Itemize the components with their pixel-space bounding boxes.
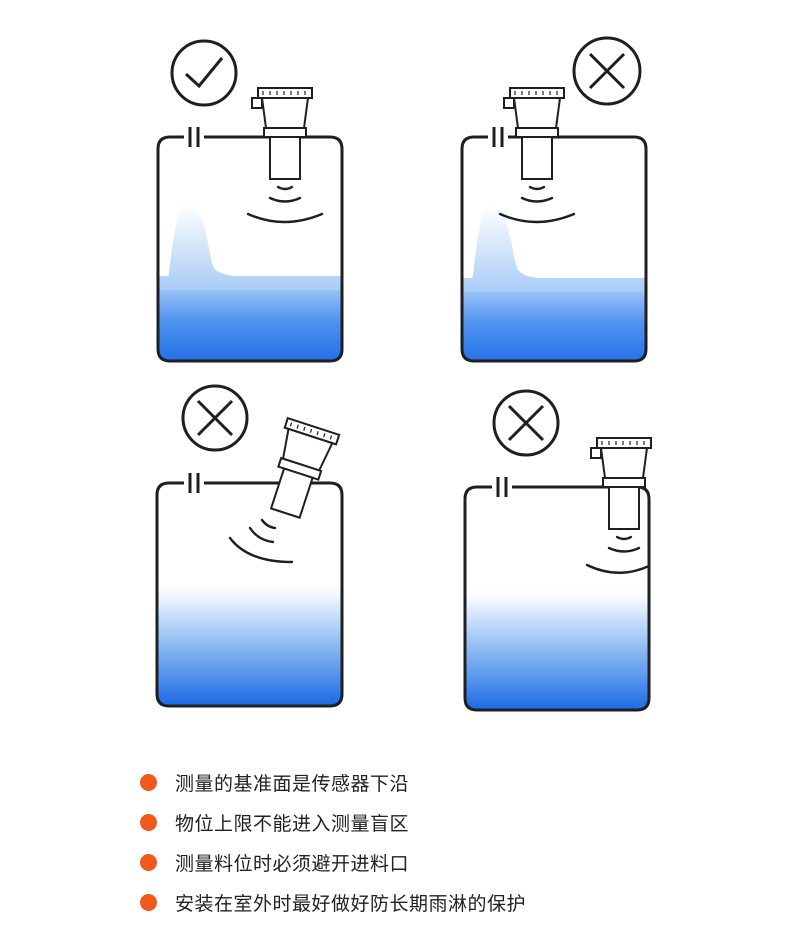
note-item: 物位上限不能进入测量盲区 — [140, 804, 409, 840]
ultrasonic-sensor — [251, 87, 313, 180]
panel-correct-install — [156, 39, 344, 363]
sound-waves — [246, 185, 324, 224]
installation-notes: 测量的基准面是传感器下沿 物位上限不能进入测量盲区 测量料位时必须避开进料口 安… — [0, 760, 790, 930]
note-text: 测量料位时必须避开进料口 — [175, 852, 410, 875]
inlet-pipe — [188, 127, 200, 147]
liquid — [158, 276, 342, 361]
cross-circle-icon — [572, 36, 642, 106]
sound-waves — [585, 535, 651, 574]
panel-sensor-tilted — [155, 384, 344, 708]
note-item: 测量的基准面是传感器下沿 — [140, 764, 409, 800]
ultrasonic-sensor — [590, 437, 652, 530]
sound-waves — [498, 185, 576, 224]
tank — [463, 477, 651, 712]
bullet-dot-icon — [140, 813, 157, 831]
bullet-dot-icon — [140, 853, 157, 871]
liquid — [157, 580, 342, 706]
inlet-pipe — [188, 473, 200, 493]
panel-sensor-too-close-to-wall — [463, 389, 652, 712]
note-text: 物位上限不能进入测量盲区 — [175, 812, 410, 835]
note-text: 测量的基准面是传感器下沿 — [175, 772, 410, 795]
ultrasonic-sensor — [503, 87, 565, 180]
inlet-pipe — [492, 127, 504, 147]
tank — [155, 473, 344, 708]
tank — [460, 127, 648, 363]
installation-diagram — [155, 36, 652, 712]
ultrasonic-sensor — [269, 416, 341, 519]
tank — [156, 127, 344, 363]
liquid — [462, 278, 646, 361]
liquid — [465, 585, 649, 710]
note-text: 安装在室外时最好做好防长期雨淋的保护 — [175, 892, 527, 915]
tank-outline — [460, 135, 648, 363]
foam-splash — [462, 205, 646, 292]
bullet-dot-icon — [140, 893, 157, 911]
tank-outline — [156, 135, 344, 363]
panel-sensor-too-close-to-edge — [460, 36, 648, 363]
sound-waves — [228, 518, 294, 564]
check-circle-icon — [170, 39, 238, 107]
foam-splash — [158, 203, 342, 290]
cross-circle-icon — [181, 384, 249, 452]
cross-circle-icon — [492, 389, 560, 457]
note-item: 测量料位时必须避开进料口 — [140, 844, 409, 880]
tank-outline — [463, 485, 651, 712]
tank-outline — [155, 481, 344, 708]
note-item: 安装在室外时最好做好防长期雨淋的保护 — [140, 884, 526, 920]
bullet-dot-icon — [140, 773, 157, 791]
inlet-pipe — [496, 477, 508, 497]
